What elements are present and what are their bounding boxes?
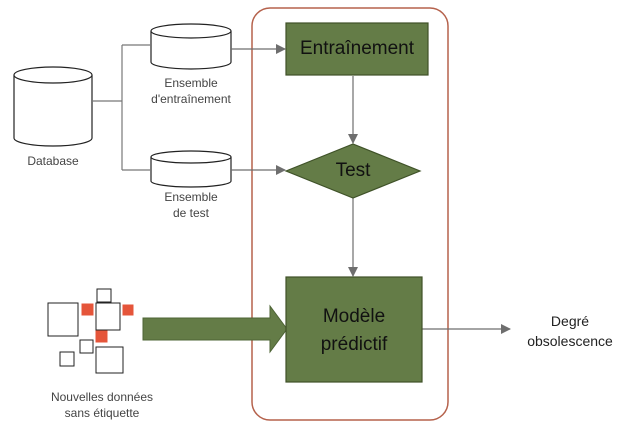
test-diamond (284, 143, 422, 199)
training-set-label: Ensemble d'entraînement (141, 75, 241, 107)
test-set-cylinder-icon (150, 150, 232, 188)
model-frame (251, 7, 449, 421)
test-set-label: Ensemble de test (141, 189, 241, 221)
unlabeled-data-squares-icon (47, 288, 134, 374)
test-step-label: Test (335, 160, 371, 181)
model-box (285, 276, 423, 383)
model-label: Modèle prédictif (286, 303, 422, 359)
output-label-line2: obsolescence (527, 333, 613, 349)
model-label-line1: Modèle (322, 306, 386, 327)
training-set-cylinder-icon (150, 23, 232, 70)
training-step-label: Entraînement (299, 38, 415, 59)
training-set-label-line2: d'entraînement (151, 92, 231, 106)
output-label-line1: Degré (550, 313, 590, 329)
new-data-label-line2: sans étiquette (64, 406, 140, 420)
database-label: Database (27, 154, 79, 168)
new-data-label: Nouvelles données sans étiquette (30, 389, 174, 421)
new-data-label-line1: Nouvelles données (50, 390, 154, 404)
new-data-to-model-arrow (142, 304, 288, 354)
output-label: Degré obsolescence (518, 311, 622, 351)
training-box (285, 22, 429, 76)
test-set-label-line2: de test (172, 206, 210, 220)
training-set-label-line1: Ensemble (164, 76, 218, 90)
database-cylinder-icon (13, 66, 93, 147)
test-set-label-line1: Ensemble (164, 190, 218, 204)
database-split-connector (92, 44, 151, 171)
model-label-line2: prédictif (320, 334, 388, 355)
